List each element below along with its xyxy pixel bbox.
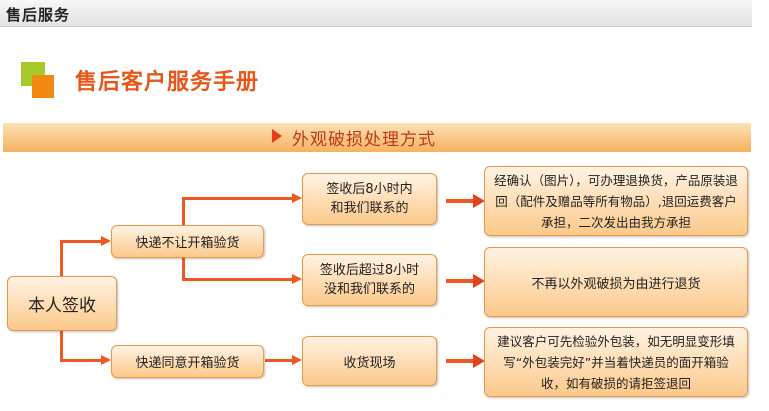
connector-root-to-allow: [60, 359, 102, 362]
logo-square-orange: [32, 75, 54, 98]
node-result-after-label: 不再以外观破损为由进行退货: [531, 276, 701, 292]
node-branch-allow-label: 快递同意开箱验货: [135, 356, 240, 371]
arrowhead: [101, 355, 111, 365]
header-bar: 售后服务: [0, 0, 752, 27]
arrowhead: [292, 355, 302, 365]
node-result-after: 不再以外观破损为由进行退货: [484, 247, 748, 317]
arrow-right-icon: [473, 194, 485, 208]
header-title: 售后服务: [6, 6, 71, 24]
section-subheading: 外观破损处理方式: [292, 130, 436, 150]
node-contact-after: 签收后超过8小时 没和我们联系的: [302, 254, 437, 306]
node-branch-refuse-label: 快递不让开箱验货: [135, 236, 240, 251]
arrow-right-icon: [473, 274, 485, 288]
node-result-within-label: 经确认（图片），可办理退换货，产品原装退回（配件及赠品等所有物品）,退回运费客户…: [494, 172, 738, 230]
node-inspect-onsite: 收货现场: [302, 336, 437, 386]
arrow-right-icon: [473, 354, 485, 368]
node-root: 本人签收: [7, 276, 117, 331]
node-contact-within-label: 签收后8小时内 和我们联系的: [326, 182, 413, 216]
node-result-within: 经确认（图片），可办理退换货，产品原装退回（配件及赠品等所有物品）,退回运费客户…: [484, 166, 748, 236]
node-root-label: 本人签收: [28, 296, 96, 316]
node-result-onsite-label: 建议客户可先检验外包装，如无明显变形填写“外包装完好”并当着快递员的面开箱验收，…: [497, 333, 735, 391]
arrow-shaft: [446, 279, 474, 283]
page-title: 售后客户服务手册: [75, 70, 260, 95]
connector-root-vertical: [60, 240, 63, 276]
node-contact-within: 签收后8小时内 和我们联系的: [302, 173, 437, 225]
arrowhead: [292, 193, 302, 203]
arrowhead: [101, 236, 111, 246]
node-contact-after-label: 签收后超过8小时 没和我们联系的: [319, 263, 420, 297]
connector-root-vertical-lower: [60, 330, 63, 362]
connector-root-to-refuse: [60, 240, 102, 243]
node-branch-refuse: 快递不让开箱验货: [111, 225, 264, 258]
arrow-shaft: [446, 199, 474, 203]
arrow-shaft: [446, 359, 474, 363]
arrowhead: [292, 274, 302, 284]
node-result-onsite: 建议客户可先检验外包装，如无明显变形填写“外包装完好”并当着快递员的面开箱验收，…: [484, 327, 748, 397]
node-inspect-onsite-label: 收货现场: [343, 355, 396, 371]
connector-allow-to-onsite: [265, 359, 293, 362]
connector-to-after: [182, 278, 292, 281]
connector-to-within: [182, 197, 292, 200]
triangle-right-icon: [272, 129, 282, 143]
section-band: [3, 123, 751, 152]
node-branch-allow: 快递同意开箱验货: [111, 345, 264, 378]
